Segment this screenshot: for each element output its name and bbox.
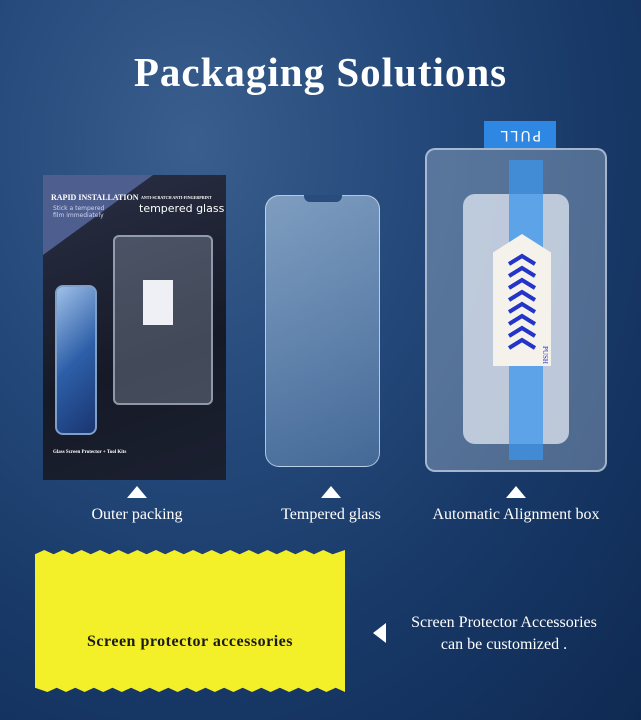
accessories-packet	[35, 550, 345, 692]
push-label: PUSH	[541, 346, 549, 364]
packet-label: Screen protector accessories	[87, 633, 293, 650]
tempered-glass-image	[265, 195, 380, 467]
package-tagline: Stick a tempered film immediately	[53, 205, 105, 219]
label-outer-packing: Outer packing	[91, 506, 183, 523]
accessories-note-line1: Screen Protector Accessories	[411, 614, 597, 631]
chevron-arrows-icon: PUSH	[507, 253, 549, 364]
triangle-up-icon	[506, 486, 526, 498]
triangle-up-icon	[321, 486, 341, 498]
pull-tab: PULL	[484, 121, 556, 148]
push-card-image	[143, 280, 173, 325]
package-product: tempered glass	[139, 202, 225, 215]
package-subhead: ANTI-SCRATCH ANTI-FINGERPRINT	[141, 195, 212, 200]
outer-packing-image: RAPID INSTALLATION ANTI-SCRATCH ANTI-FIN…	[43, 175, 226, 480]
triangle-up-icon	[127, 486, 147, 498]
phone-image	[55, 285, 97, 435]
page-title: Packaging Solutions	[133, 49, 508, 95]
alignment-box-image: PUSH	[425, 148, 607, 472]
label-tempered-glass: Tempered glass	[281, 506, 381, 523]
push-card: PUSH	[493, 234, 551, 366]
triangle-left-icon	[373, 623, 386, 643]
label-alignment-box: Automatic Alignment box	[432, 506, 600, 523]
accessories-note-line2: can be customized .	[440, 636, 568, 653]
package-footer: Glass Screen Protector + Tool Kits	[53, 450, 127, 455]
accessories-note: Screen Protector Accessories can be cust…	[396, 612, 612, 656]
decorative-triangle	[43, 175, 153, 255]
package-headline: RAPID INSTALLATION	[51, 193, 139, 202]
